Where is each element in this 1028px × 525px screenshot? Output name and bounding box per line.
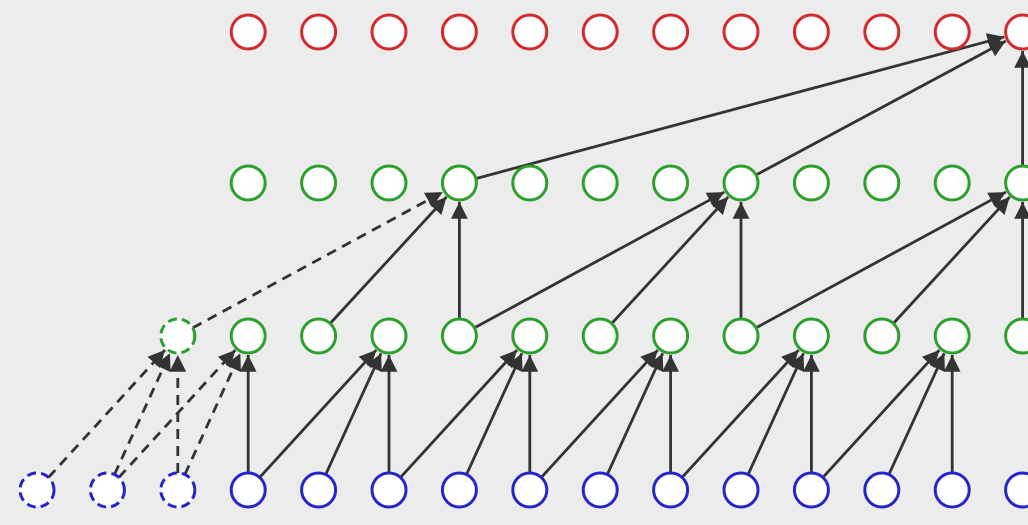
hidden-1-node [863,317,901,355]
hidden-2-node [933,164,971,202]
padding-connection-arrow [113,352,172,476]
connection-arrow [540,349,659,479]
hidden-1-node [440,317,478,355]
output-node [440,13,478,51]
hidden-1-node [722,317,760,355]
connection-arrow [475,33,1005,180]
hidden-1-node [933,317,971,355]
input-node [652,471,690,509]
output-node [722,13,760,51]
hidden-1-node [581,317,619,355]
output-node [581,13,619,51]
padding-connection-arrow [183,352,242,476]
hidden-1-node [300,317,338,355]
output-node [370,13,408,51]
connection-arrow [324,352,383,476]
padding-connection-arrow [47,349,167,479]
hidden-1-node [511,317,549,355]
input-node [933,471,971,509]
padding-connection-arrow [192,190,444,330]
input-node [511,471,549,509]
connection-arrow [610,196,730,325]
input-node [370,471,408,509]
connection-arrow [755,190,1007,330]
output-node [933,13,971,51]
output-node [1004,13,1028,51]
hidden-2-node [300,164,338,202]
edges-group [47,33,1028,479]
input-node [722,471,760,509]
hidden-1-node [792,317,830,355]
hidden-2-node [863,164,901,202]
input-node [300,471,338,509]
hidden-2-node [652,164,690,202]
connection-arrow [258,349,378,479]
hidden-1-node [229,317,267,355]
nodes-group [18,13,1028,509]
connection-arrow [887,352,946,476]
input-node [863,471,901,509]
connection-arrow [399,349,519,479]
hidden-2-node [229,164,267,202]
output-node [652,13,690,51]
input-node-padding [18,471,56,509]
hidden-2-node [440,164,478,202]
output-node [511,13,549,51]
input-node [792,471,830,509]
hidden-1-node [370,317,408,355]
hidden-2-node [1004,164,1028,202]
connection-arrow [329,196,448,325]
output-node [229,13,267,51]
hidden-2-node [511,164,549,202]
input-node [1004,471,1028,509]
connection-arrow [892,196,1011,325]
connection-arrow [755,39,1007,177]
connection-arrow [746,352,805,476]
connection-arrow [605,352,664,476]
connection-arrow [821,349,941,479]
connection-arrow [681,349,800,479]
input-node [440,471,478,509]
connection-arrow [465,352,524,476]
hidden-2-node [581,164,619,202]
output-node [792,13,830,51]
hidden-2-node [792,164,830,202]
input-node [581,471,619,509]
output-node [863,13,901,51]
hidden-1-node-padding [159,317,197,355]
input-node-padding [88,471,126,509]
hidden-1-node [1004,317,1028,355]
input-node [229,471,267,509]
input-node-padding [159,471,197,509]
hidden-2-node [722,164,760,202]
hidden-1-node [652,317,690,355]
hidden-2-node [370,164,408,202]
connection-arrow [473,190,725,330]
output-node [300,13,338,51]
